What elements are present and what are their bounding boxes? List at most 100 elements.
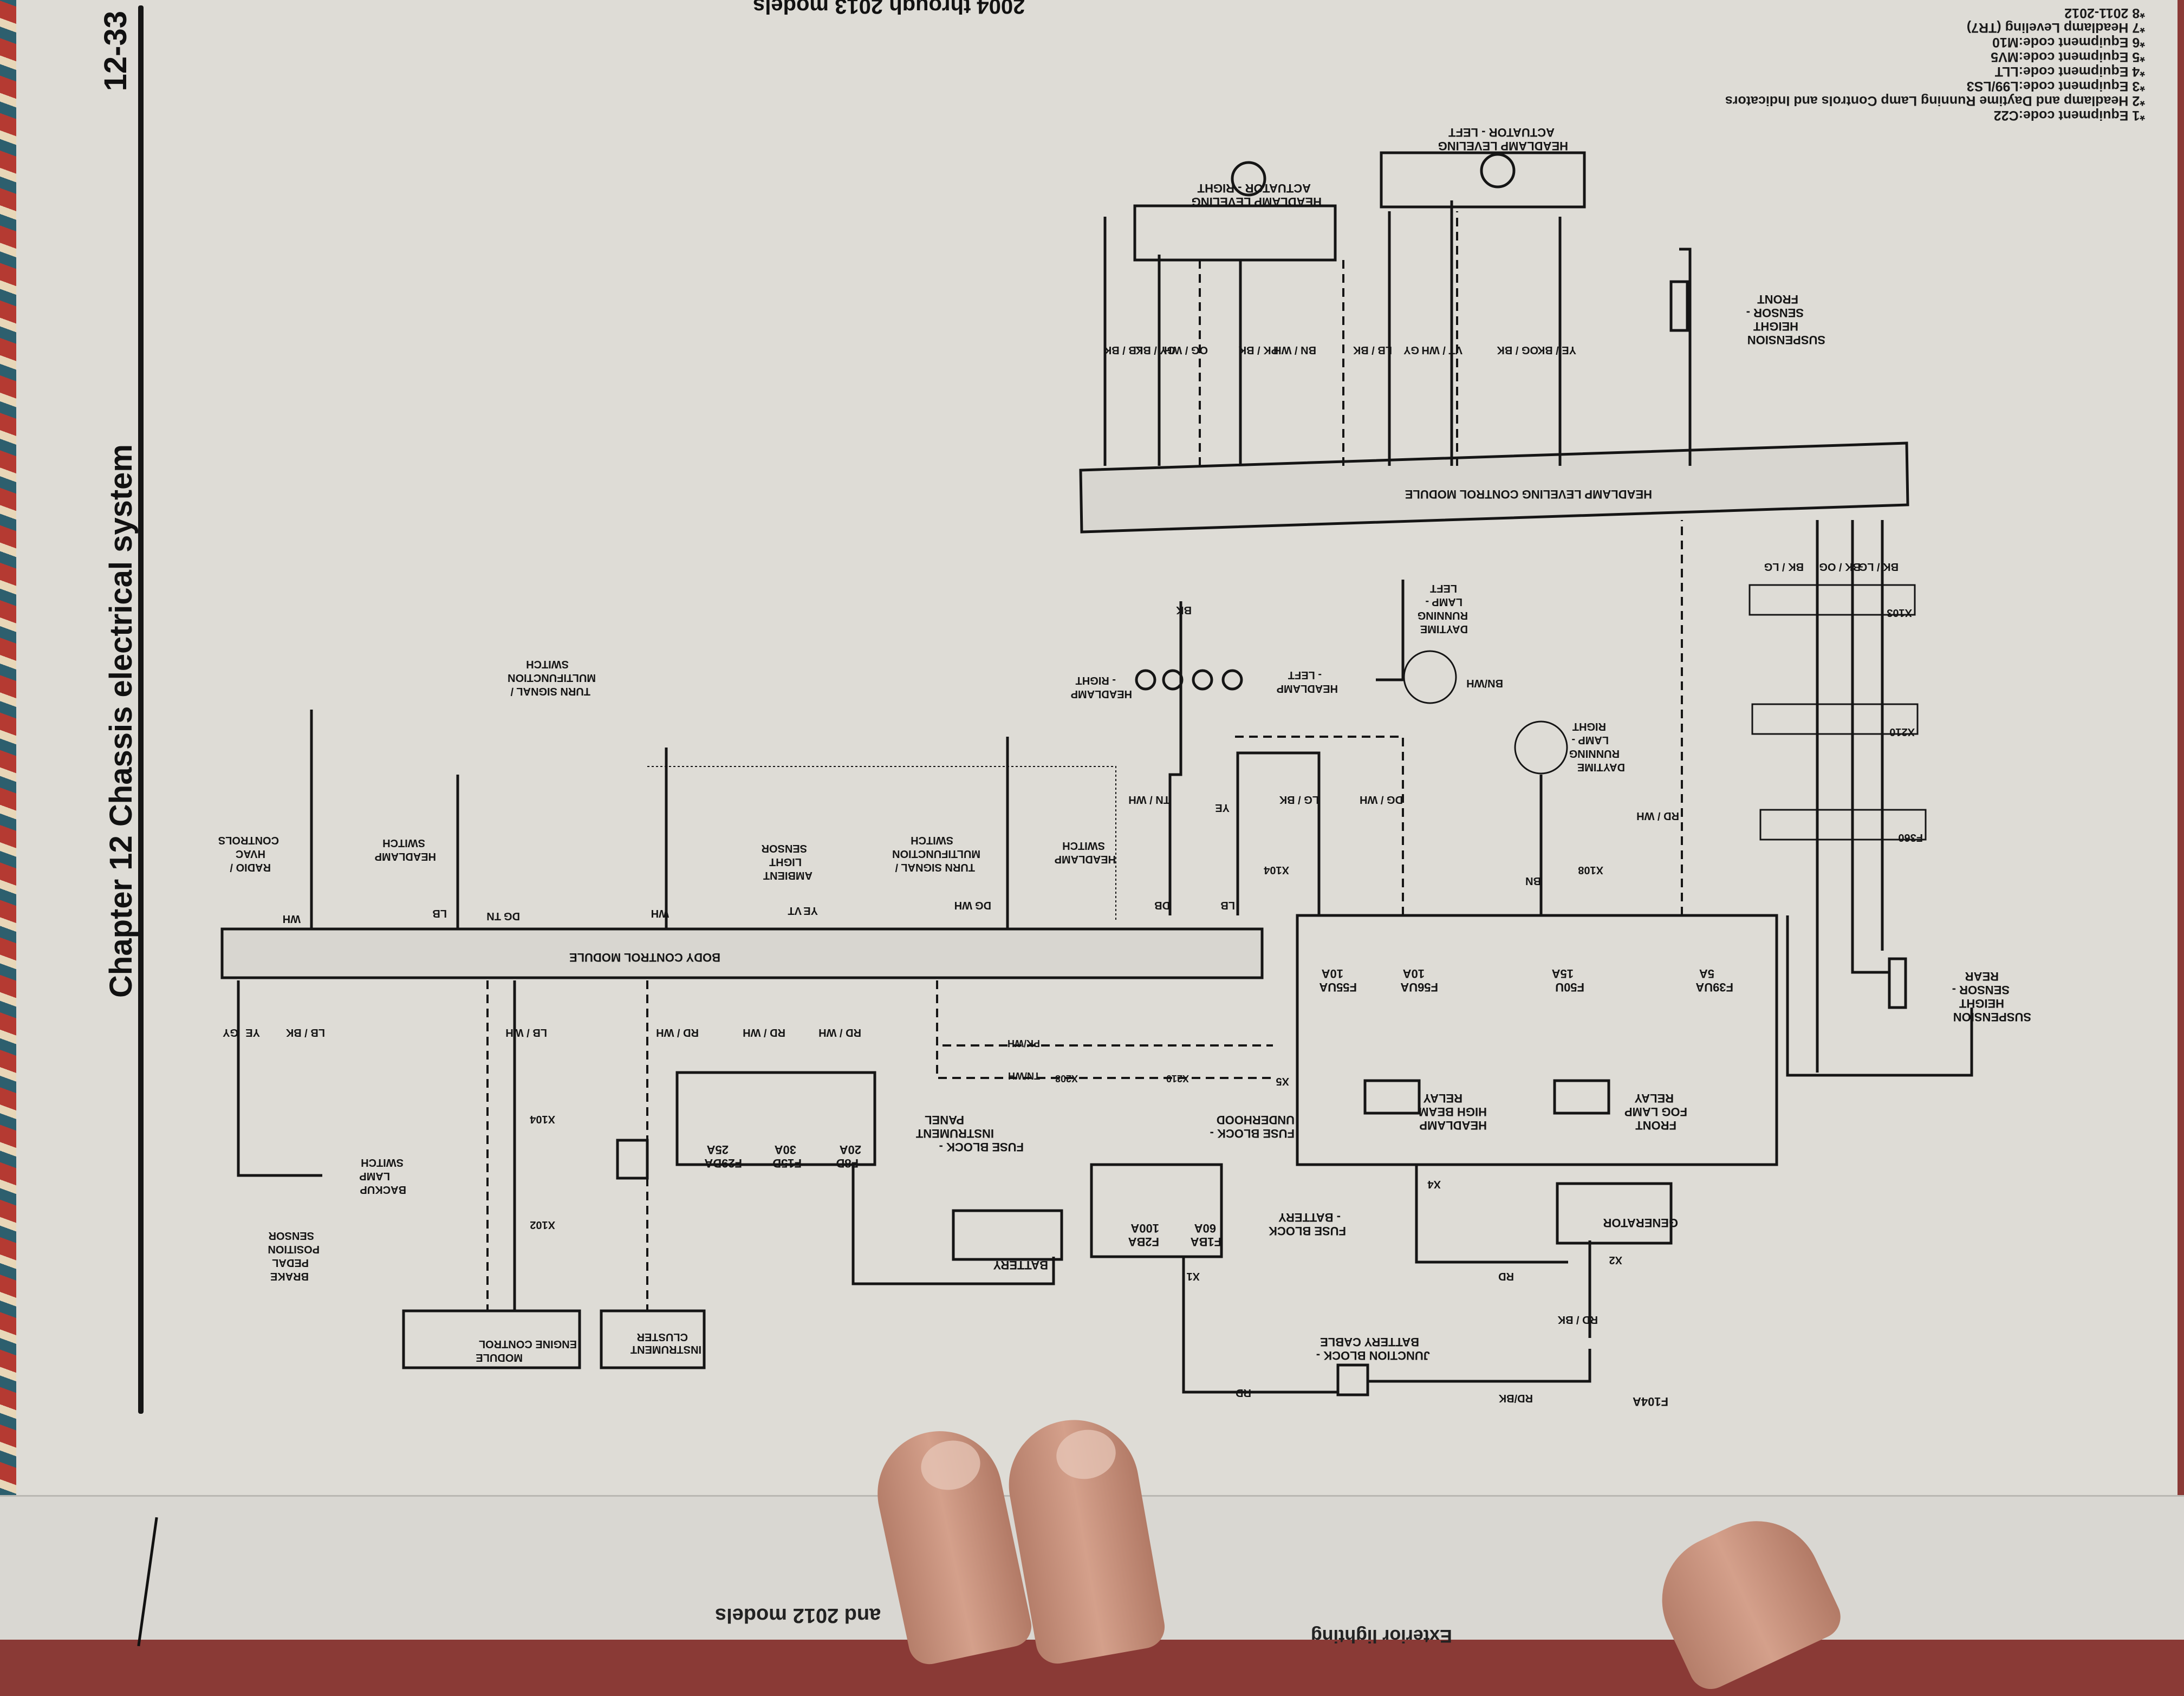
wire-color: LB bbox=[1220, 899, 1235, 911]
wire-color: LG / BK bbox=[1279, 794, 1319, 805]
connector-id: F360 bbox=[1898, 831, 1923, 843]
dashed-wire bbox=[486, 980, 648, 1311]
connector-id: X108 bbox=[1578, 864, 1603, 876]
headlamp-left-label: HEADLAMP bbox=[1277, 683, 1338, 694]
hl-switch-label-2: SWITCH bbox=[1062, 840, 1105, 852]
drl-left-label-4: LEFT bbox=[1430, 582, 1457, 594]
hb-relay-symbol bbox=[1363, 1079, 1421, 1115]
ip-fuse-block bbox=[675, 1071, 876, 1166]
wire-color: DG bbox=[975, 899, 991, 911]
radio-label-3: CONTROLS bbox=[218, 834, 279, 846]
brake-label-3: POSITION bbox=[268, 1243, 320, 1255]
actuator-left-box bbox=[1380, 151, 1586, 209]
fuse-id: F104A bbox=[1633, 1395, 1668, 1408]
wire-color: LB bbox=[432, 907, 447, 919]
wire bbox=[1168, 601, 1321, 915]
wire-color: LB / BK bbox=[1353, 344, 1392, 356]
fuse-rating: 25A bbox=[707, 1143, 729, 1156]
dashed-wire bbox=[936, 980, 1273, 1079]
wire bbox=[1816, 520, 1889, 1073]
wire-color: DG / WH bbox=[1360, 794, 1403, 805]
tsm-switch-label-2: MULTIFUNCTION bbox=[892, 848, 980, 860]
actuator-right-label-2: ACTUATOR - RIGHT bbox=[1197, 181, 1311, 195]
connector-id: X2 bbox=[1609, 1254, 1622, 1266]
wire-color: TN bbox=[486, 910, 501, 922]
drl-right-label: DAYTIME bbox=[1577, 761, 1625, 773]
wire bbox=[1103, 200, 1692, 466]
wire-color: OG / BK bbox=[1497, 344, 1538, 356]
headlamp-bulb-icon bbox=[1221, 669, 1243, 691]
wire-color: RD / WH bbox=[743, 1026, 785, 1038]
wire-color: OG / WH bbox=[1164, 344, 1208, 356]
hb-relay-label: HEADLAMP bbox=[1419, 1119, 1487, 1132]
fuse-id: F56UA bbox=[1400, 980, 1438, 994]
fuse-rating: 100A bbox=[1130, 1221, 1159, 1235]
motor-left-icon bbox=[1480, 153, 1516, 189]
wire-color: RD bbox=[1236, 1387, 1251, 1399]
drl-left-label-2: RUNNING bbox=[1418, 609, 1468, 621]
fuse-id: F1BA bbox=[1190, 1235, 1221, 1249]
radio-label: RADIO / bbox=[230, 861, 271, 873]
wire-color: VT / WH bbox=[1421, 344, 1462, 356]
front-sensor-label: SUSPENSION bbox=[1747, 333, 1825, 347]
wire bbox=[237, 980, 516, 1311]
ecm-box bbox=[402, 1309, 581, 1369]
bcm-label: BODY CONTROL MODULE bbox=[569, 951, 720, 964]
hl-switch-label: HEADLAMP bbox=[1055, 853, 1116, 865]
fuse-rating: 10A bbox=[1322, 967, 1343, 980]
connector-id: X210 bbox=[1166, 1073, 1189, 1084]
fuse-rating: 5A bbox=[1699, 967, 1714, 980]
actuator-left-label: HEADLAMP LEVELING bbox=[1438, 139, 1568, 153]
fuse-id: F39UA bbox=[1695, 980, 1733, 994]
f360-connector bbox=[1759, 809, 1927, 841]
connector-id: X4 bbox=[1427, 1178, 1441, 1190]
actuator-right-box bbox=[1133, 204, 1337, 262]
wire bbox=[1182, 1240, 1591, 1394]
junction-label: JUNCTION BLOCK - bbox=[1316, 1349, 1430, 1362]
front-sensor-label-4: FRONT bbox=[1757, 293, 1798, 306]
hb-relay-label-2: HIGH BEAM bbox=[1419, 1105, 1487, 1119]
wire-color: RD / WH bbox=[818, 1026, 861, 1038]
fb-ip-label: FUSE BLOCK - bbox=[939, 1140, 1024, 1154]
fuse-id: F29DA bbox=[704, 1156, 742, 1170]
wire-color: BK / LG bbox=[1859, 561, 1899, 573]
drl-left-label: DAYTIME bbox=[1420, 623, 1468, 635]
connector-id: X208 bbox=[1055, 1073, 1078, 1084]
dashed-wire bbox=[1199, 211, 1458, 466]
tsm-switch2-label-2: MULTIFUNCTION bbox=[508, 672, 596, 684]
headlamp-bulb-icon bbox=[1135, 669, 1156, 691]
fb-underhood-label: FUSE BLOCK - bbox=[1210, 1127, 1295, 1140]
wire-color: BK / LG bbox=[1764, 561, 1804, 573]
bcm-box bbox=[220, 927, 1264, 979]
drl-right-label-3: LAMP - bbox=[1571, 734, 1609, 746]
backup-label: BACKUP bbox=[360, 1184, 406, 1195]
wire-color: BK bbox=[1176, 604, 1192, 616]
front-sensor-label-3: SENSOR - bbox=[1746, 306, 1804, 320]
fog-relay-label: FRONT bbox=[1635, 1119, 1676, 1132]
underhood-fuse-block bbox=[1296, 914, 1778, 1166]
wire-color: BK / OG bbox=[1819, 561, 1861, 573]
fuse-id: F50U bbox=[1555, 980, 1584, 994]
battery-label: BATTERY bbox=[993, 1258, 1048, 1272]
connector-id: X104 bbox=[529, 1113, 555, 1125]
front-sensor-label-2: HEIGHT bbox=[1753, 320, 1798, 333]
wire-color: DB bbox=[1154, 899, 1170, 911]
wire-color: YE bbox=[1215, 802, 1230, 814]
fog-relay-label-2: FOG LAMP bbox=[1624, 1105, 1687, 1119]
brake-label: BRAKE bbox=[270, 1270, 309, 1282]
cluster-label-2: CLUSTER bbox=[636, 1331, 688, 1343]
wire-color: YE bbox=[245, 1026, 260, 1038]
cluster-box bbox=[600, 1309, 706, 1369]
wire-color: WH bbox=[954, 899, 972, 911]
connector-id: X104 bbox=[1263, 864, 1289, 876]
wire-color: GY bbox=[1403, 344, 1419, 356]
generator-label: GENERATOR bbox=[1603, 1216, 1678, 1230]
radio-label-2: HVAC bbox=[236, 848, 265, 860]
hlcm-label: HEADLAMP LEVELING CONTROL MODULE bbox=[1405, 488, 1652, 501]
wire-color: RD bbox=[1498, 1270, 1514, 1282]
wire-color: YE bbox=[803, 905, 818, 917]
rear-sensor-label-3: SENSOR - bbox=[1952, 983, 2010, 997]
fb-ip-label-3: PANEL bbox=[925, 1113, 964, 1127]
wire-color: WH bbox=[651, 907, 669, 919]
connector-id: X102 bbox=[530, 1219, 555, 1231]
